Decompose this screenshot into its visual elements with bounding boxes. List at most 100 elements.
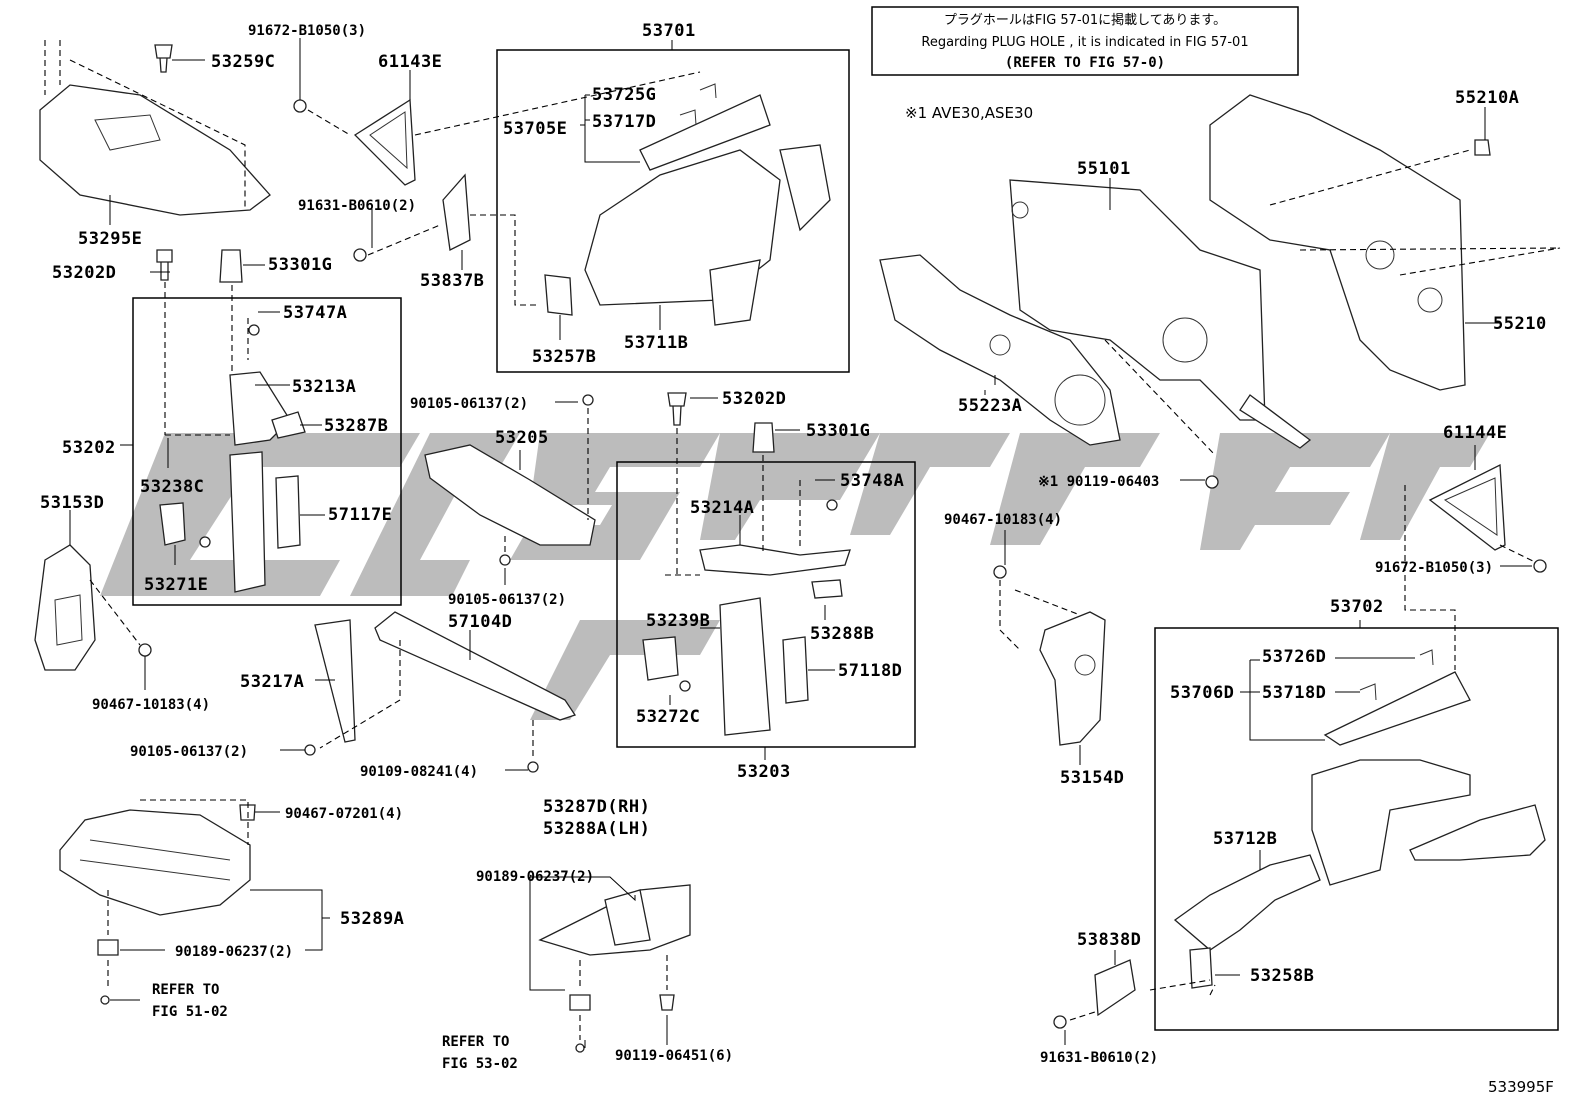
note-line-refer[interactable]: (REFER TO FIG 57-0) [1005, 55, 1165, 71]
part-53837B-bracket [353, 173, 540, 306]
group-box-53202 [132, 297, 402, 606]
callout-labels: 53259C 91672-B1050(3) 61143E 53701 53725… [40, 21, 1547, 1072]
part-53203-support [642, 392, 851, 736]
label-53717D[interactable]: 53717D [592, 112, 656, 132]
label-53287D[interactable]: 53287D(RH) [543, 797, 650, 817]
label-53288A[interactable]: 53288A(LH) [543, 819, 650, 839]
leader-lines [69, 38, 1532, 1048]
label-55101[interactable]: 55101 [1077, 159, 1131, 179]
part-53202D-bolt-top [156, 249, 173, 435]
part-55101-dash-panel [1009, 179, 1312, 489]
label-53239B[interactable]: 53239B [646, 611, 710, 631]
refer-fig-53-02-line1[interactable]: REFER TO [442, 1034, 509, 1050]
note-block: プラグホールはFIG 57-01に掲載してあります。 Regarding PLU… [921, 12, 1248, 71]
part-53702-apron [1053, 649, 1546, 1029]
label-53701[interactable]: 53701 [642, 21, 696, 41]
label-53203[interactable]: 53203 [737, 762, 791, 782]
label-53301G-top[interactable]: 53301G [268, 255, 332, 275]
refer-fig-53-02-line2[interactable]: FIG 53-02 [442, 1056, 518, 1072]
label-57104D[interactable]: 57104D [448, 612, 512, 632]
label-53259C[interactable]: 53259C [211, 52, 275, 72]
note-line-en: Regarding PLUG HOLE , it is indicated in… [921, 35, 1248, 50]
label-53748A[interactable]: 53748A [840, 471, 904, 491]
label-53214A[interactable]: 53214A [690, 498, 754, 518]
label-90105-06137-b[interactable]: 90105-06137(2) [448, 592, 566, 608]
label-53238C[interactable]: 53238C [140, 477, 204, 497]
label-90467-10183-right[interactable]: 90467-10183(4) [944, 512, 1062, 528]
part-53202-support [159, 318, 306, 593]
group-box-53702 [1154, 627, 1559, 1031]
part-53154D-seal [993, 565, 1106, 746]
part-53153D-seal [34, 544, 152, 671]
refer-fig-51-02-line2[interactable]: FIG 51-02 [152, 1004, 228, 1020]
label-55223A[interactable]: 55223A [958, 396, 1022, 416]
label-53702[interactable]: 53702 [1330, 597, 1384, 617]
label-53295E[interactable]: 53295E [78, 229, 142, 249]
label-91672-B1050-top[interactable]: 91672-B1050(3) [248, 23, 366, 39]
label-90119-06451[interactable]: 90119-06451(6) [615, 1048, 733, 1064]
label-53838D[interactable]: 53838D [1077, 930, 1141, 950]
label-90189-06237-left[interactable]: 90189-06237(2) [175, 944, 293, 960]
note-box [871, 6, 1299, 76]
label-53202D-top[interactable]: 53202D [52, 263, 116, 283]
label-55210A[interactable]: 55210A [1455, 88, 1519, 108]
note-line-jp: プラグホールはFIG 57-01に掲載してあります。 [944, 12, 1226, 28]
label-53257B[interactable]: 53257B [532, 347, 596, 367]
label-90467-07201[interactable]: 90467-07201(4) [285, 806, 403, 822]
label-53289A[interactable]: 53289A [340, 909, 404, 929]
part-53289A-cover [59, 799, 256, 1005]
label-57118D[interactable]: 57118D [838, 661, 902, 681]
refer-fig-51-02-line1[interactable]: REFER TO [152, 982, 219, 998]
label-53747A[interactable]: 53747A [283, 303, 347, 323]
part-53259C-clip [154, 44, 173, 73]
label-53288B[interactable]: 53288B [810, 624, 874, 644]
label-90105-06137-a[interactable]: 90105-06137(2) [410, 396, 528, 412]
part-57104D-crossmember [304, 611, 577, 773]
label-90109-08241[interactable]: 90109-08241(4) [360, 764, 478, 780]
label-90467-10183-left[interactable]: 90467-10183(4) [92, 697, 210, 713]
group-box-53701 [496, 49, 850, 373]
part-55210-silencer [1209, 94, 1561, 391]
label-53718D[interactable]: 53718D [1262, 683, 1326, 703]
label-53202D-mid[interactable]: 53202D [722, 389, 786, 409]
label-91672-B1050-right[interactable]: 91672-B1050(3) [1375, 560, 1493, 576]
label-90105-06137-c[interactable]: 90105-06137(2) [130, 744, 248, 760]
label-90189-06237-mid[interactable]: 90189-06237(2) [476, 869, 594, 885]
part-61144E-bracket [1404, 463, 1547, 670]
figure-code: 533995F [1488, 1078, 1554, 1096]
part-53205-member [424, 394, 596, 566]
footnote-model: ※1 AVE30,ASE30 [905, 104, 1033, 122]
label-91631-B0610-bottom[interactable]: 91631-B0610(2) [1040, 1050, 1158, 1066]
part-61143E-bracket [293, 71, 701, 186]
label-91631-B0610-top[interactable]: 91631-B0610(2) [298, 198, 416, 214]
label-53153D[interactable]: 53153D [40, 493, 104, 513]
label-53271E[interactable]: 53271E [144, 575, 208, 595]
label-53301G-mid[interactable]: 53301G [806, 421, 870, 441]
label-53706D[interactable]: 53706D [1170, 683, 1234, 703]
label-53726D[interactable]: 53726D [1262, 647, 1326, 667]
label-53213A[interactable]: 53213A [292, 377, 356, 397]
label-57117E[interactable]: 57117E [328, 505, 392, 525]
label-53711B[interactable]: 53711B [624, 333, 688, 353]
label-53712B[interactable]: 53712B [1213, 829, 1277, 849]
label-53258B[interactable]: 53258B [1250, 966, 1314, 986]
part-53701-apron [544, 83, 831, 326]
label-61143E[interactable]: 61143E [378, 52, 442, 72]
label-61144E[interactable]: 61144E [1443, 423, 1507, 443]
label-53202[interactable]: 53202 [62, 438, 116, 458]
label-53217A[interactable]: 53217A [240, 672, 304, 692]
label-53154D[interactable]: 53154D [1060, 768, 1124, 788]
label-53837B[interactable]: 53837B [420, 271, 484, 291]
label-53705E[interactable]: 53705E [503, 119, 567, 139]
part-55223A-insulator [879, 254, 1121, 446]
label-90119-06403[interactable]: ※1 90119-06403 [1038, 474, 1159, 490]
label-53287B[interactable]: 53287B [324, 416, 388, 436]
part-53295E-undercover [39, 40, 271, 216]
label-53725G[interactable]: 53725G [592, 85, 656, 105]
part-53301G-cushion-top [219, 249, 243, 390]
label-53205[interactable]: 53205 [495, 428, 549, 448]
group-box-53203 [616, 461, 916, 748]
label-53272C[interactable]: 53272C [636, 707, 700, 727]
label-55210[interactable]: 55210 [1493, 314, 1547, 334]
